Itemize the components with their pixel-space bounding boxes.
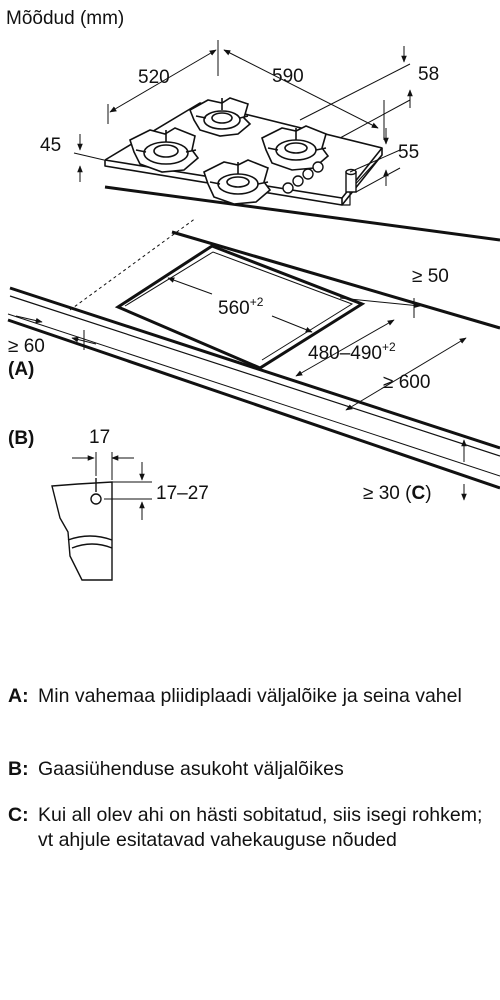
dim-gas-offset: 17	[89, 427, 110, 448]
worktop-dimension-lines	[15, 277, 467, 501]
legend-text: Kui all olev ahi on hästi sobitatud, sii…	[38, 804, 483, 851]
dim-cutout-width: 560+2	[218, 295, 264, 319]
legend-key: B:	[8, 758, 29, 780]
dim-cutout-depth: 480–490+2	[308, 340, 396, 364]
worktop-drawing	[7, 217, 500, 490]
burner-front	[203, 159, 272, 205]
dim-knob-height: 55	[398, 142, 419, 163]
gas-detail-dimension-lines	[72, 452, 152, 520]
dim-min-back: ≥ 50	[412, 266, 449, 287]
gas-connection-detail	[51, 478, 113, 581]
dim-hob-width: 590	[272, 66, 304, 87]
dim-min-front: ≥ 600	[383, 372, 430, 393]
burner-left	[129, 127, 200, 173]
hob-dimension-lines	[73, 40, 413, 193]
legend-key: C:	[8, 804, 29, 826]
burner-right	[261, 125, 330, 171]
legend-b: B: Gaasiühenduse asukoht väljalõikes	[8, 757, 492, 782]
dim-gas-height: 17–27	[156, 483, 209, 504]
legend-text: Gaasiühenduse asukoht väljalõikes	[38, 758, 344, 780]
legend-key: A:	[8, 685, 29, 707]
dim-min-below: ≥ 30 (C)	[363, 483, 432, 504]
dim-height-left: 45	[40, 135, 61, 156]
installation-diagram: Mõõdud (mm)	[6, 8, 500, 581]
diagram-title: Mõõdud (mm)	[6, 8, 124, 29]
marker-a: (A)	[8, 359, 34, 380]
marker-b: (B)	[8, 428, 34, 449]
dim-hob-depth: 520	[138, 67, 170, 88]
legend-a: A: Min vahemaa pliidiplaadi väljalõike j…	[8, 684, 492, 709]
dim-min-side: ≥ 60	[8, 336, 45, 357]
dim-height-right: 58	[418, 64, 439, 85]
legend-text: Min vahemaa pliidiplaadi väljalõike ja s…	[38, 685, 462, 707]
legend-c: C: Kui all olev ahi on hästi sobitatud, …	[8, 803, 492, 853]
